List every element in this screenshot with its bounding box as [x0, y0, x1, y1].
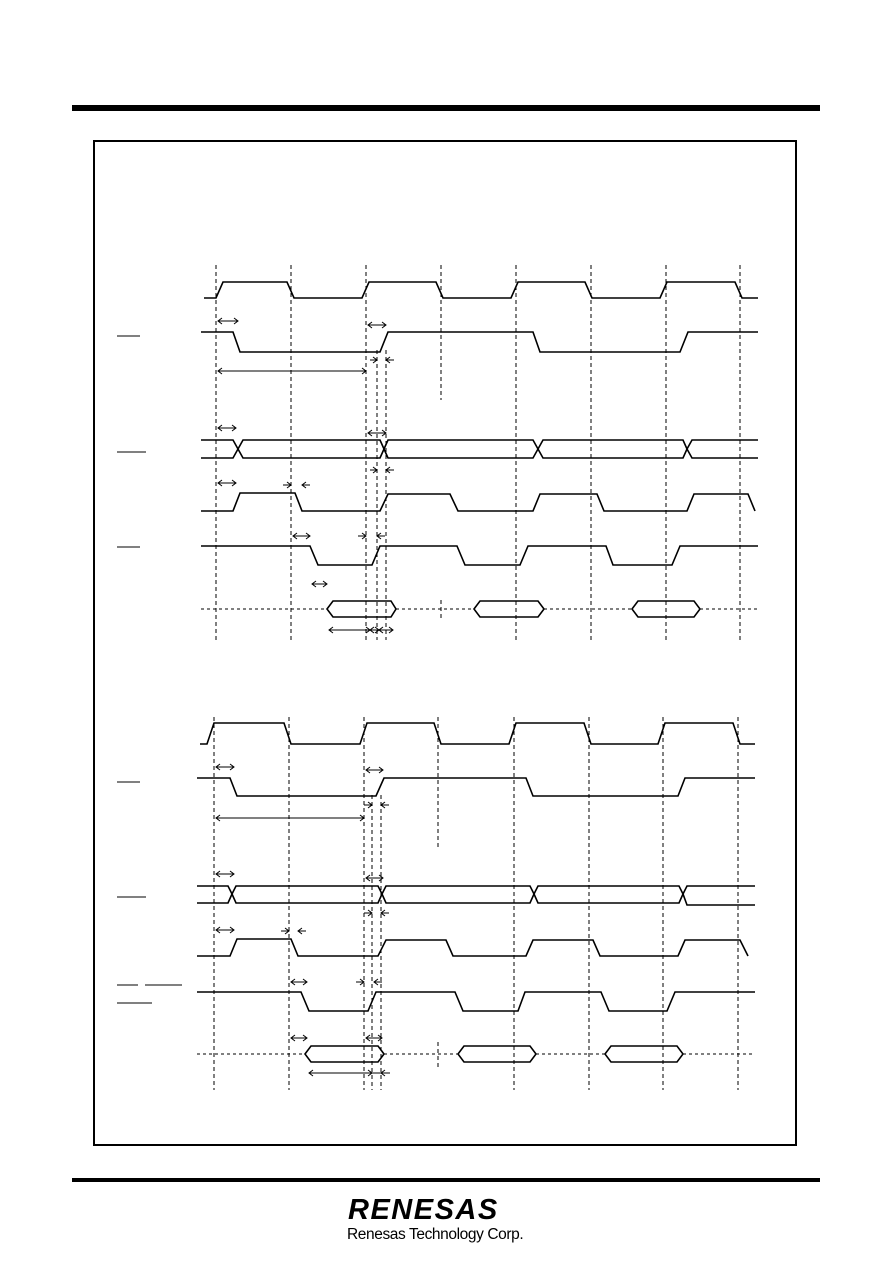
company-caption: Renesas Technology Corp.: [347, 1226, 524, 1243]
lower-reference-lines: [213, 717, 739, 1090]
lower-timing-arrows: [215, 763, 390, 1077]
lower-strobe-waveform: [197, 777, 755, 797]
upper-timing-arrows: [217, 317, 394, 634]
footer-rule: [72, 1178, 820, 1182]
lower-latch-waveform: [197, 938, 749, 957]
upper-reference-lines: [215, 265, 741, 640]
svg-text:RENESAS: RENESAS: [348, 1194, 499, 1224]
upper-latch-waveform: [201, 492, 756, 512]
lower-clock-waveform: [200, 722, 755, 745]
upper-read-waveform: [201, 545, 758, 566]
lower-address-bus: [197, 885, 755, 906]
upper-data-bus: [201, 600, 758, 618]
upper-timing-diagram: [117, 265, 758, 640]
upper-strobe-waveform: [201, 331, 758, 353]
renesas-wordmark: RENESAS: [348, 1194, 499, 1224]
upper-address-bus: [201, 439, 758, 459]
renesas-logo: RENESAS Renesas Technology Corp.: [340, 1194, 552, 1250]
lower-timing-diagram: [117, 717, 755, 1090]
lower-read-waveform: [197, 991, 755, 1012]
header-rule: [72, 105, 820, 111]
figure-frame: [93, 140, 797, 1146]
lower-data-bus: [197, 1045, 755, 1063]
upper-clock-waveform: [204, 281, 758, 299]
